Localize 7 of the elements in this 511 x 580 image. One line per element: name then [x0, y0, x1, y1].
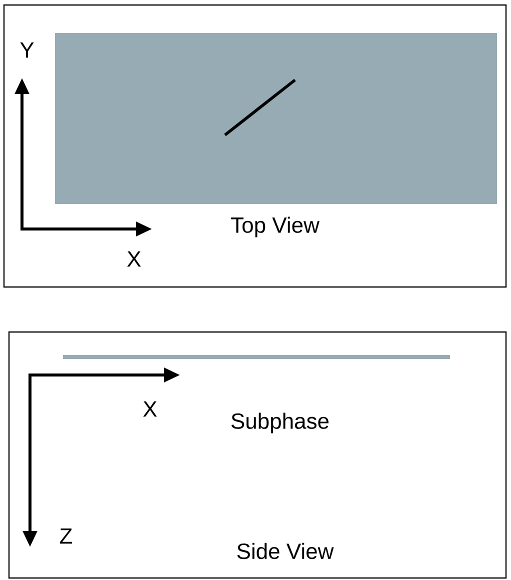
view-caption: Side View: [237, 542, 334, 560]
axis-label: Y: [20, 42, 34, 58]
axis-label: X: [143, 401, 157, 417]
axis-label: X: [127, 251, 141, 267]
region-label: Subphase: [231, 412, 329, 434]
view-caption: Top View: [231, 216, 320, 238]
axis-label: Z: [60, 528, 72, 544]
